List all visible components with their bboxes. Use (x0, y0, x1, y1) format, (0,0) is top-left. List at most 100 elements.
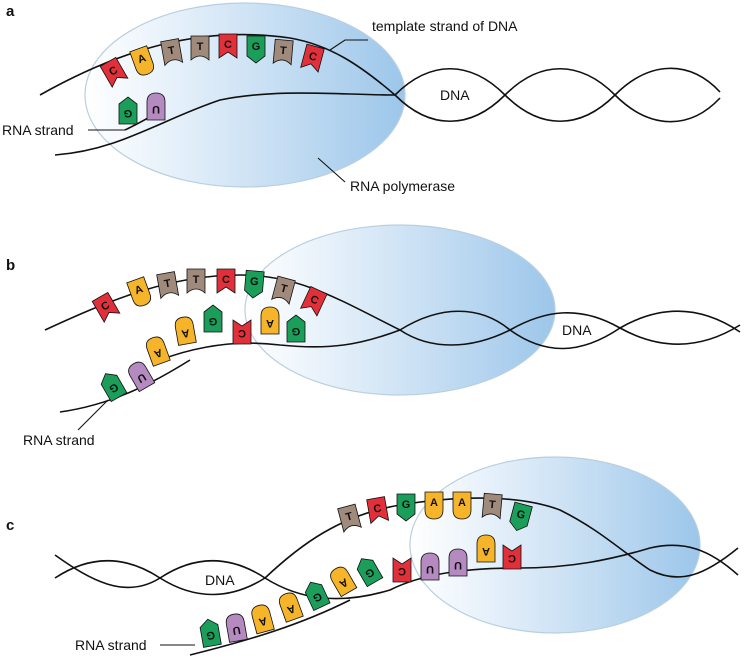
rna-strand-line-c (189, 599, 351, 656)
nucleotide-U: U (225, 613, 248, 643)
nucleotide-A: A (452, 491, 472, 520)
template-leader (329, 39, 368, 51)
nucleotide-letter: G (252, 41, 261, 53)
nucleotide-letter: G (209, 315, 218, 327)
nucleotide-G: G (199, 618, 222, 648)
nucleotide-C: C (300, 43, 325, 73)
nucleotide-C: C (232, 319, 252, 345)
nucleotide-T: T (272, 38, 294, 66)
nucleotide-U: U (420, 552, 440, 581)
dna-label-c: DNA (205, 572, 235, 588)
nucleotide-U: U (146, 92, 166, 121)
rna-strand-label-b: RNA strand (23, 432, 95, 448)
nucleotide-G: G (203, 304, 223, 333)
coding-strand (54, 67, 721, 156)
nucleotide-letter: A (181, 326, 191, 339)
polymerase-leader (317, 157, 346, 183)
rna-strand-label-a: RNA strand (2, 122, 74, 138)
nucleotide-A: A (129, 45, 155, 76)
rna-polymerase-c (409, 456, 701, 634)
panel-c-letter: c (6, 517, 14, 534)
nucleotide-T: T (337, 503, 362, 533)
nucleotide-letter: A (458, 497, 466, 509)
rna-strand-leader-b (77, 399, 109, 431)
nucleotide-letter: T (197, 41, 204, 53)
nucleotide-A: A (145, 336, 171, 367)
panel-b-letter: b (6, 257, 15, 274)
nucleotide-T: T (271, 275, 296, 305)
nucleotide-C: C (216, 268, 236, 294)
nucleotide-letter: T (193, 274, 200, 286)
nucleotide-letter: T (279, 45, 287, 58)
nucleotide-letter: U (454, 559, 462, 571)
rna-polymerase-b (244, 224, 556, 396)
nucleotide-A: A (278, 592, 304, 623)
nucleotide-letter: C (307, 50, 318, 64)
nucleotide-letter: C (373, 502, 383, 515)
nucleotide-T: T (481, 492, 503, 520)
nucleotide-T: T (160, 38, 184, 67)
nucleotide-letter: C (224, 39, 232, 51)
nucleotide-letter: A (136, 52, 148, 66)
nucleotide-T: T (190, 35, 210, 61)
nucleotide-letter: T (163, 278, 172, 291)
nucleotide-letter: T (167, 45, 176, 58)
nucleotide-letter: A (266, 317, 274, 329)
nucleotide-letter: U (426, 563, 434, 575)
coding-strand-c (54, 544, 739, 600)
rna-polymerase-label: RNA polymerase (350, 178, 455, 194)
nucleotide-letter: G (205, 628, 216, 641)
nucleotide-A: A (476, 534, 496, 563)
dna-label-a: DNA (440, 87, 470, 103)
nucleotide-U: U (448, 548, 468, 577)
nucleotide-A: A (260, 306, 280, 335)
nucleotide-letter: C (508, 552, 516, 564)
rna-strand-line-b (59, 359, 191, 413)
nucleotide-T: T (156, 271, 180, 300)
nucleotide-A: A (174, 316, 197, 346)
template-bottom-bases-c: C (502, 544, 522, 570)
nucleotide-G: G (246, 35, 266, 64)
nucleotide-letter: A (482, 545, 490, 557)
rna-strand-label-c: RNA strand (75, 637, 147, 653)
nucleotide-letter: A (133, 283, 145, 297)
nucleotide-A: A (251, 604, 275, 635)
nucleotide-G: G (304, 581, 331, 612)
nucleotide-G: G (118, 96, 138, 125)
dna-label-b: DNA (562, 322, 592, 338)
nucleotide-C: C (502, 544, 522, 570)
nucleotide-A: A (424, 491, 444, 520)
nucleotide-G: G (509, 501, 533, 532)
nucleotide-C: C (299, 285, 328, 317)
nucleotide-U: U (128, 361, 156, 393)
nucleotide-C: C (91, 291, 121, 324)
nucleotide-letter: G (402, 499, 411, 511)
nucleotide-G: G (100, 373, 128, 403)
nucleotide-letter: A (257, 614, 268, 628)
coding-strand-b (159, 310, 741, 361)
nucleotide-letter: U (232, 623, 242, 636)
nucleotide-letter: C (238, 327, 246, 339)
nucleotide-G: G (286, 314, 306, 343)
template-strand-label: template strand of DNA (372, 18, 518, 34)
nucleotide-C: C (99, 56, 129, 89)
nucleotide-G: G (396, 493, 416, 522)
nucleotide-letter: T (279, 282, 289, 295)
nucleotide-letter: G (515, 508, 526, 522)
nucleotide-letter: G (249, 276, 259, 289)
nucleotide-C: C (218, 33, 238, 59)
nucleotide-letter: A (152, 346, 164, 360)
nucleotide-letter: C (222, 274, 230, 286)
nucleotide-G: G (244, 269, 265, 299)
nucleotide-letter: G (124, 107, 133, 119)
nucleotide-letter: T (488, 499, 496, 512)
nucleotide-A: A (126, 276, 152, 307)
